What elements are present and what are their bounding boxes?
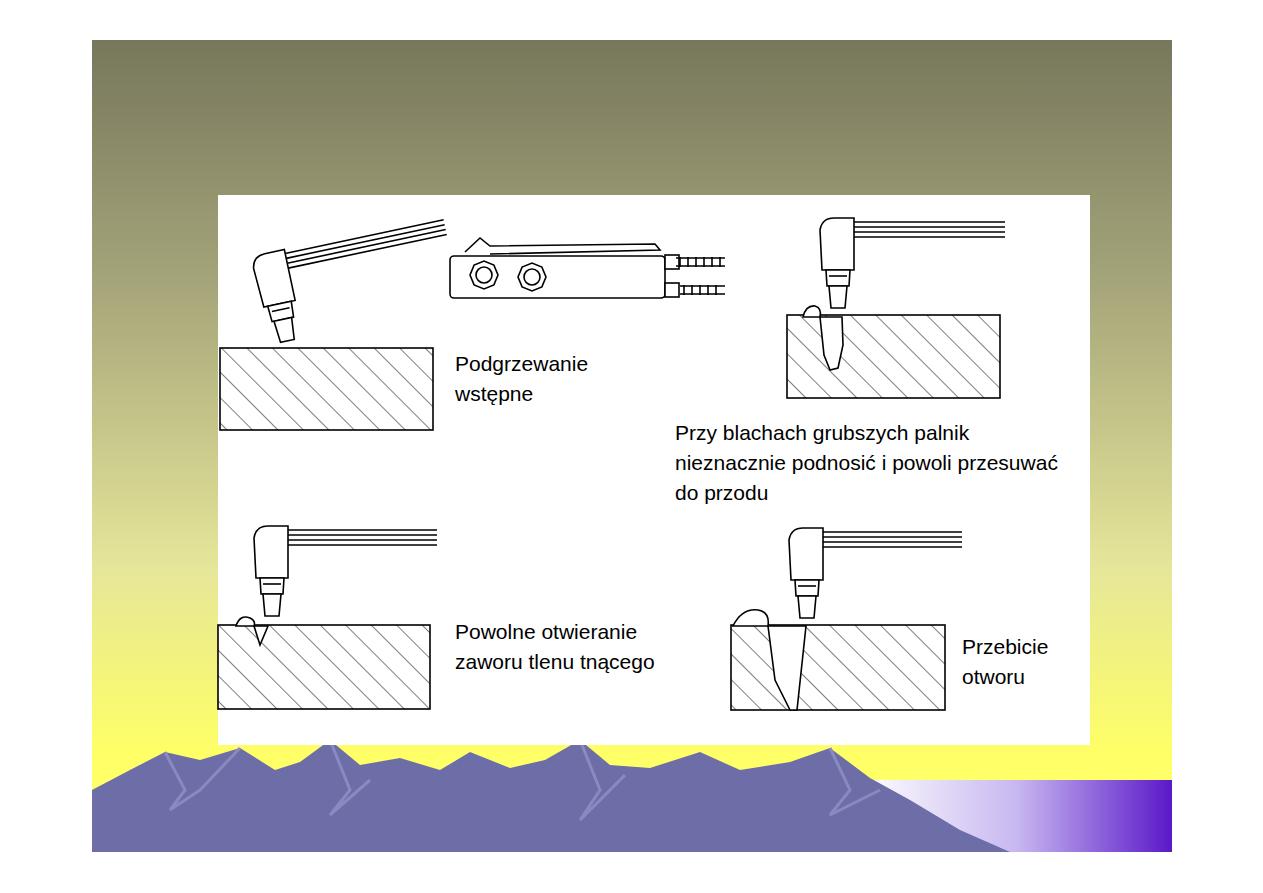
- torch-tube: [288, 544, 437, 546]
- torch-tube: [288, 539, 437, 541]
- cut-start: [254, 626, 268, 645]
- mountain-ridges: [165, 740, 880, 820]
- steel-plate: [731, 625, 945, 710]
- torch-tube: [823, 541, 962, 543]
- torch-tube: [288, 234, 446, 268]
- torch-tube: [854, 236, 1005, 238]
- steel-plate: [218, 625, 430, 709]
- torch-nut: [826, 270, 850, 286]
- torch-head: [254, 526, 288, 578]
- torch-nut: [795, 580, 819, 596]
- nut-line: [272, 308, 290, 312]
- cutting-torch: [820, 218, 1005, 308]
- nut-line: [829, 275, 847, 277]
- slag: [733, 610, 768, 626]
- slide-background: [92, 40, 1172, 852]
- torch-tube: [288, 534, 437, 536]
- torch-tube: [823, 531, 962, 533]
- torch-tube: [823, 546, 962, 548]
- cutting-torch: [789, 528, 962, 618]
- slag: [236, 617, 255, 626]
- torch-nozzle: [263, 594, 281, 616]
- cutting-torch: [254, 526, 437, 616]
- caption-text: Podgrzewanie wstępne: [455, 349, 640, 409]
- torch-tube: [823, 536, 962, 538]
- torch-tube: [288, 529, 437, 531]
- caption-text: Powolne otwieranie zaworu tlenu tnącego: [455, 617, 700, 677]
- torch-tube: [286, 225, 444, 259]
- torch-head: [820, 218, 854, 270]
- caption-text: Przebicie otworu: [962, 632, 1082, 692]
- nut-line: [798, 585, 816, 587]
- torch-nozzle: [274, 318, 296, 343]
- torch-tube: [854, 226, 1005, 228]
- figure-panel: [218, 195, 1090, 745]
- torch-tube: [854, 221, 1005, 223]
- torch-head: [789, 528, 823, 580]
- torch-tube: [854, 231, 1005, 233]
- mountains: [92, 740, 1010, 852]
- cutting-torch: [251, 216, 461, 345]
- pierced-hole: [768, 626, 806, 710]
- torch-nozzle: [798, 596, 816, 618]
- torch-tube: [285, 220, 443, 254]
- slag: [803, 306, 820, 317]
- torch-body: [450, 238, 725, 298]
- steel-plate: [787, 315, 1000, 398]
- steel-plate: [220, 348, 433, 430]
- cut-groove: [820, 317, 843, 370]
- torch-nozzle: [829, 286, 847, 308]
- torch-tube: [287, 230, 445, 264]
- torch-nut: [260, 578, 284, 594]
- nut-line: [263, 583, 281, 585]
- caption-text: Przy blachach grubszych palnik nieznaczn…: [675, 418, 1075, 508]
